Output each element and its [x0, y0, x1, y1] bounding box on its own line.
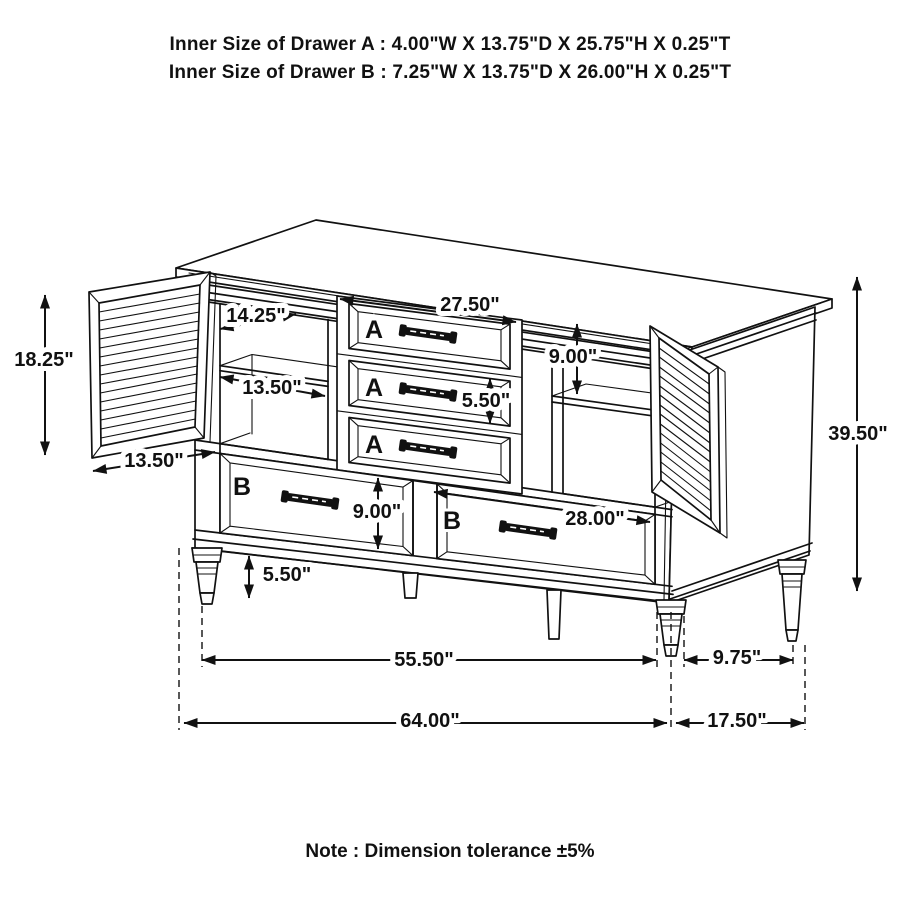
legs: [191, 547, 807, 657]
drawer-a3-label: A: [365, 431, 383, 459]
dim-leg-height-label: 5.50": [263, 564, 311, 586]
center-right-leg: [546, 589, 562, 640]
rear-right-leg: [777, 559, 807, 642]
dim-drawer-a-height-label: 5.50": [462, 390, 510, 412]
cabinet-structure: [88, 219, 833, 657]
left-compartment: [219, 353, 357, 461]
tolerance-note: Note : Dimension tolerance ±5%: [305, 841, 595, 862]
drawer-b1-label: B: [233, 473, 251, 501]
drawer-b2-label: B: [443, 507, 461, 535]
dim-front-leg-span-label: 55.50": [394, 649, 454, 671]
dim-total-height-label: 39.50": [828, 423, 888, 445]
dim-line-left-shelf-width: [219, 374, 326, 399]
drawer-a-size-text: Inner Size of Drawer A : 4.00"W X 13.75"…: [169, 34, 731, 55]
drawer-a1-label: A: [365, 316, 383, 344]
drawer-a2-label: A: [365, 374, 383, 402]
dim-left-shelf-width-label: 13.50": [242, 377, 302, 399]
dim-total-depth-label: 17.50": [707, 710, 767, 732]
dim-line-door-width: [92, 449, 216, 474]
dim-door-height-label: 18.25": [14, 349, 74, 371]
dimension-lines: [40, 276, 862, 730]
dim-drawer-section-width-label: 27.50": [440, 294, 500, 316]
dim-left-compartment-width-label: 14.25": [226, 305, 286, 327]
drawer-b-size-text: Inner Size of Drawer B : 7.25"W X 13.75"…: [168, 62, 732, 83]
handle-b1: [280, 490, 340, 510]
dim-drawer-b-height-label: 9.00": [353, 501, 401, 523]
handle-a2: [398, 382, 458, 402]
drawer-size-header: Inner Size of Drawer A : 4.00"W X 13.75"…: [0, 31, 900, 87]
dim-door-width-label: 13.50": [124, 450, 184, 472]
center-leg: [402, 572, 419, 599]
left-door-louvers: [98, 293, 201, 439]
dimension-labels: 18.25" 14.25" 27.50" 13.50" 9.00" 5.50" …: [9, 289, 893, 737]
handle-a3: [398, 439, 458, 459]
drawer-handles: [280, 324, 558, 540]
handle-a1: [398, 324, 458, 344]
dim-line-left-compartment-width: [219, 311, 297, 332]
dim-side-leg-span-label: 9.75": [713, 647, 761, 669]
dim-drawer-b-width-label: 28.00": [565, 508, 625, 530]
left-louver-door: [88, 271, 217, 459]
front-left-leg: [191, 547, 223, 605]
right-louver-door: [649, 325, 728, 539]
dim-right-shelf-height-label: 9.00": [549, 346, 597, 368]
dim-total-width-label: 64.00": [400, 710, 460, 732]
right-door-louvers: [658, 347, 712, 512]
dim-line-drawer-section-width: [339, 295, 517, 326]
dim-line-drawer-b-width: [433, 488, 651, 526]
